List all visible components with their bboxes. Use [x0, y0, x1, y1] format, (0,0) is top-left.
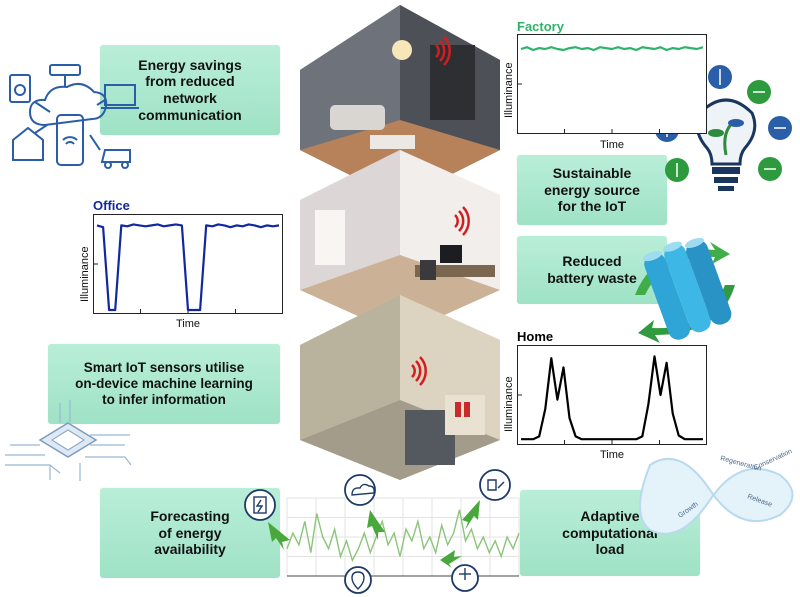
factory-chart — [517, 34, 707, 134]
home-chart-title: Home — [517, 329, 554, 344]
office-xlabel: Time — [176, 318, 201, 330]
batteries-icon — [635, 237, 735, 343]
office-ylabel: Illuminance — [79, 246, 91, 302]
factory-ylabel: Illuminance — [503, 62, 515, 118]
factory-xlabel: Time — [600, 139, 625, 151]
adaptive-load-text: Adaptive computational load — [562, 508, 658, 558]
house-illustration — [300, 5, 500, 480]
factory-chart-frame — [517, 34, 707, 134]
energy-savings-card: Energy savings from reduced network comm… — [100, 45, 280, 135]
home-chart-line — [521, 355, 703, 441]
home-ylabel: Illuminance — [503, 376, 515, 432]
forecast-icons — [244, 469, 511, 594]
sustainable-energy-text: Sustainable energy source for the IoT — [544, 165, 640, 215]
infinity-cycle-icon: Regeneration Conservation Growth Release — [639, 448, 794, 535]
smart-sensors-text: Smart IoT sensors utilise on-device mach… — [75, 360, 253, 407]
office-chart — [93, 214, 283, 314]
forecasting-card: Forecasting of energy availability — [100, 488, 280, 578]
forecast-chart — [286, 497, 520, 577]
office-chart-line — [96, 223, 280, 312]
battery-waste-text: Reduced battery waste — [547, 253, 637, 286]
lightbulb-icon — [655, 65, 792, 191]
factory-chart-line — [520, 46, 704, 52]
forecasting-text: Forecasting of energy availability — [150, 508, 230, 558]
home-chart — [517, 345, 707, 445]
home-chart-frame — [517, 345, 707, 445]
energy-savings-text: Energy savings from reduced network comm… — [138, 56, 242, 123]
office-chart-title: Office — [93, 198, 130, 213]
smart-sensors-card: Smart IoT sensors utilise on-device mach… — [48, 344, 280, 424]
sustainable-energy-card: Sustainable energy source for the IoT — [517, 155, 667, 225]
forecast-line — [286, 509, 520, 563]
iot-network-icon — [9, 64, 139, 169]
infinity-label-conservation: Conservation — [753, 448, 793, 472]
home-xlabel: Time — [600, 449, 625, 461]
factory-chart-title: Factory — [517, 19, 564, 34]
chip-icon — [5, 400, 132, 481]
